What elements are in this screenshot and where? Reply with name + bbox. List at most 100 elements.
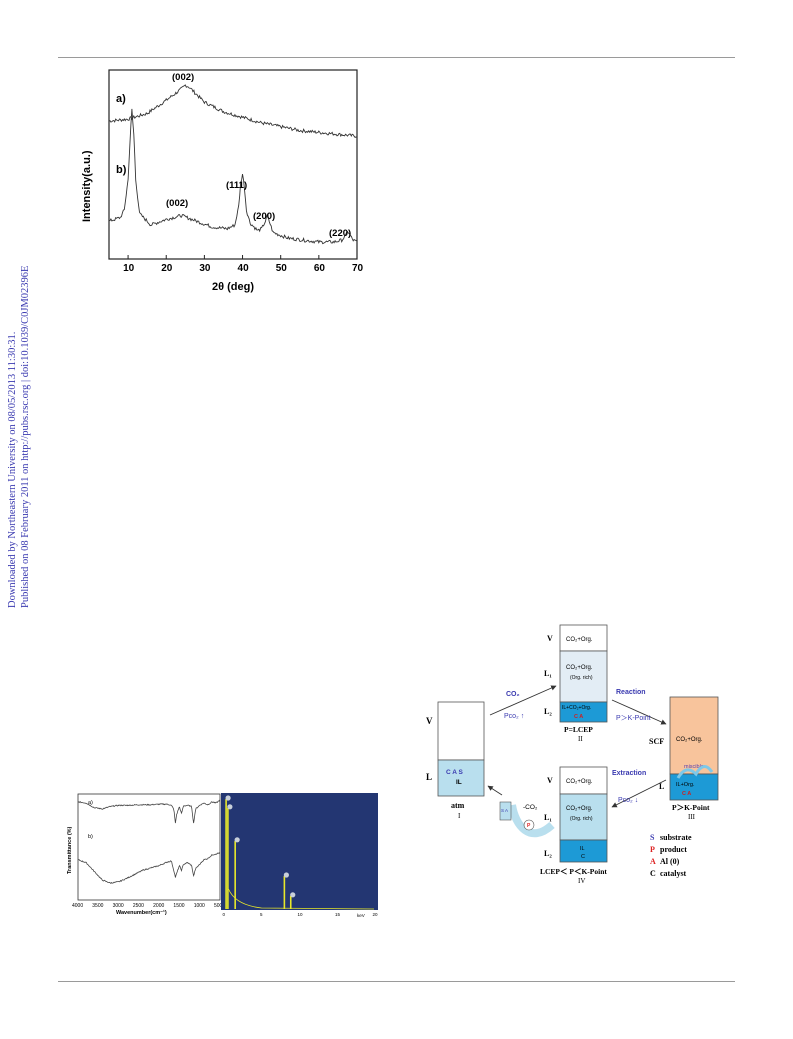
ftir-xlabel: Wavenumber(cm⁻¹) [116, 909, 167, 916]
box-iii-cap: P＞K-Point [672, 803, 710, 812]
eds-peak-marker [283, 872, 289, 878]
box-iv-mid: CO₂+Org. [566, 806, 593, 812]
published-line: Published on 08 February 2011 on http://… [20, 265, 31, 608]
box-i-l: L [426, 772, 432, 782]
xrd-peak-b-220: (220) [329, 228, 351, 239]
legend-key-p: P [650, 845, 655, 854]
xrd-series-a [108, 84, 358, 138]
ftir-x-tick-label: 500 [214, 903, 223, 909]
ftir-label-b: b) [88, 834, 93, 840]
arrow-i-to-ii [489, 685, 557, 716]
eds-xlabel: keV [357, 913, 365, 918]
xrd-x-tick-label: 30 [199, 263, 211, 274]
phase-box-iii: SCF L CO₂+Org. miscible IL+Org. C A P＞K-… [649, 696, 719, 821]
eds-x-tick-label: 0 [223, 912, 226, 917]
scheme-legend: S substrate P product A Al (0) C catalys… [650, 833, 692, 878]
vial-label: S A [501, 808, 508, 813]
ftir-plot-frame [77, 793, 221, 901]
xrd-peak-b-111: (111) [226, 180, 247, 191]
box-ii-l2: L₂ [544, 707, 552, 716]
xrd-label-a: a) [116, 93, 126, 105]
ftir-x-tick-label: 3000 [113, 903, 124, 909]
box-iv-cap: LCEP＜ P＜K-Point [540, 867, 607, 876]
xrd-peak-b-200: (200) [253, 211, 275, 222]
box-i-content: C A S [446, 769, 464, 776]
arrow-iii-to-iv [611, 779, 667, 808]
eds-x-tick-label: 20 [373, 912, 379, 917]
box-iii-bot2: C A [682, 791, 691, 797]
eds-background-curve [228, 888, 375, 910]
arrow-extraction-label: Extraction [612, 770, 646, 777]
bottom-rule [58, 981, 735, 982]
box-ii-bot: IL+CO₂+Org. [562, 705, 591, 711]
eds-x-tick-label: 5 [260, 912, 263, 917]
xrd-series-b [108, 108, 358, 245]
legend-val-c: catalyst [660, 869, 687, 878]
xrd-x-ticks: 10 20 30 40 50 60 70 [123, 255, 364, 274]
xrd-x-tick-label: 60 [314, 263, 326, 274]
arrow-to-box-i [487, 785, 503, 796]
box-i-v: V [426, 716, 433, 726]
eds-peaks [225, 795, 375, 910]
minus-co2-label: -CO₂ [523, 804, 538, 811]
top-rule [58, 57, 735, 58]
ftir-x-tick-label: 2000 [153, 903, 164, 909]
xrd-x-tick-label: 50 [276, 263, 288, 274]
box-iv-top: CO₂+Org. [566, 779, 593, 785]
xrd-x-tick-label: 70 [352, 263, 364, 274]
ftir-series-b [77, 852, 221, 884]
arrow-reaction-label: Reaction [616, 689, 646, 696]
sidebar-download-notice: Downloaded by Northeastern University on… [6, 266, 32, 608]
arrow-iv-to-i [508, 804, 555, 838]
eds-background [221, 793, 378, 910]
box-iii-miscible: miscible [684, 764, 704, 770]
box-ii-num: II [578, 735, 583, 743]
legend-val-s: substrate [660, 833, 692, 842]
box-iv-v: V [547, 776, 553, 785]
box-iv-l1: L₁ [544, 813, 552, 822]
xrd-peak-a-002: (002) [172, 72, 194, 83]
xrd-plot-frame [108, 69, 358, 260]
box-iv-l2: L₂ [544, 849, 552, 858]
eds-x-tick-label: 15 [335, 912, 341, 917]
box-iv-mid2: (Org. rich) [570, 816, 593, 822]
ftir-x-tick-label: 3500 [92, 903, 103, 909]
box-iii-num: III [688, 813, 696, 821]
box-ii-mid: CO₂+Org. [566, 665, 593, 671]
xrd-x-tick-label: 40 [238, 263, 250, 274]
arrow-pco2-up-label: Pco₂ ↑ [504, 713, 524, 720]
product-flask-icon [523, 819, 535, 831]
vial-icon [499, 801, 512, 821]
ftir-x-tick-label: 1000 [194, 903, 205, 909]
eds-peak-marker [290, 892, 296, 898]
xrd-peak-b-002: (002) [166, 198, 188, 209]
phase-scheme: V L C A S IL atm I V L₁ L₂ CO₂+Org. CO₂+… [426, 624, 719, 885]
legend-key-s: S [650, 833, 655, 842]
box-ii-v: V [547, 634, 553, 643]
ftir-label-a: a) [88, 800, 93, 806]
legend-key-a: A [650, 857, 656, 866]
box-ii-top: CO₂+Org. [566, 637, 593, 643]
xrd-x-tick-label: 20 [161, 263, 173, 274]
arrow-ii-to-iii [611, 699, 667, 725]
mixing-arrow-icon [676, 765, 714, 779]
ftir-x-tick-label: 2500 [133, 903, 144, 909]
legend-val-a: Al (0) [660, 857, 680, 866]
box-ii-l1: L₁ [544, 669, 552, 678]
ftir-x-tick-label: 4000 [72, 903, 83, 909]
xrd-x-tick-label: 10 [123, 263, 135, 274]
box-i-il: IL [456, 779, 462, 786]
eds-peak-marker [227, 804, 233, 810]
ftir-x-tick-label: 1500 [173, 903, 184, 909]
box-iii-bot: IL+Org. [676, 782, 695, 788]
box-iv-bot2: C [581, 854, 585, 860]
phase-box-i: V L C A S IL atm I [426, 701, 485, 820]
box-iv-bot: IL [580, 846, 585, 852]
box-i-num: I [458, 812, 461, 820]
product-flask-label: P [527, 823, 531, 829]
xrd-ylabel: Intensity(a.u.) [81, 150, 93, 222]
phase-box-iv: V L₁ L₂ CO₂+Org. CO₂+Org. (Org. rich) IL… [540, 766, 608, 885]
box-ii-mid2: (Org. rich) [570, 675, 593, 681]
